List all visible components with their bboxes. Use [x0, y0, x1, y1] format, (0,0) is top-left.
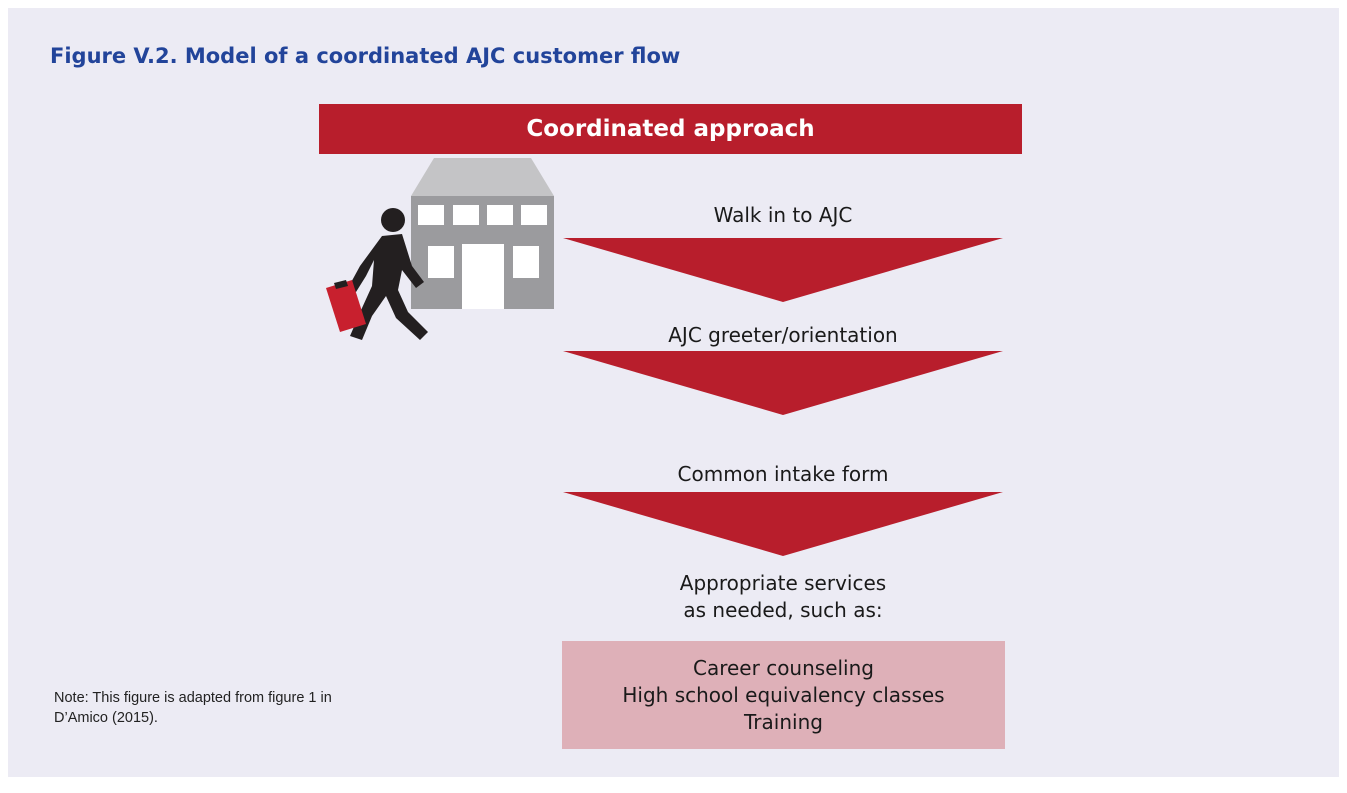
banner-label: Coordinated approach [526, 116, 815, 142]
building-window [487, 205, 513, 225]
figure-note: Note: This figure is adapted from figure… [54, 688, 454, 728]
note-line: Note: This figure is adapted from figure… [54, 690, 332, 706]
person-body [348, 234, 428, 340]
services-heading-line: Appropriate services [679, 571, 887, 595]
building-window [521, 205, 547, 225]
building-roof [411, 158, 554, 196]
building-window [418, 205, 444, 225]
building-icon [411, 158, 554, 309]
services-heading: Appropriate services as needed, such as: [563, 570, 1003, 624]
services-box: Career counseling High school equivalenc… [562, 641, 1005, 749]
service-item-career-counseling: Career counseling [693, 655, 874, 680]
building-window [453, 205, 479, 225]
service-item-hse-classes: High school equivalency classes [622, 682, 945, 707]
person-head [381, 208, 405, 232]
building-door [462, 244, 504, 309]
step-intake-label: Common intake form [677, 462, 889, 486]
briefcase-body [326, 280, 366, 332]
step-greeter-label: AJC greeter/orientation [668, 323, 898, 347]
down-arrow-icon [563, 238, 1003, 302]
down-arrow-icon [563, 351, 1003, 415]
down-arrow-icon [563, 492, 1003, 556]
building-window [513, 246, 539, 278]
briefcase-icon [326, 280, 366, 332]
coordinated-approach-banner: Coordinated approach [319, 104, 1022, 154]
note-line: D’Amico (2015). [54, 710, 158, 726]
step-walk-in-label: Walk in to AJC [713, 203, 853, 227]
building-window [428, 246, 454, 278]
service-item-training: Training [744, 709, 823, 734]
illustration [326, 158, 554, 340]
walking-person-icon [348, 208, 428, 340]
briefcase-handle [334, 280, 348, 289]
figure-title: Figure V.2. Model of a coordinated AJC c… [50, 44, 681, 68]
services-heading-line: as needed, such as: [683, 598, 883, 622]
